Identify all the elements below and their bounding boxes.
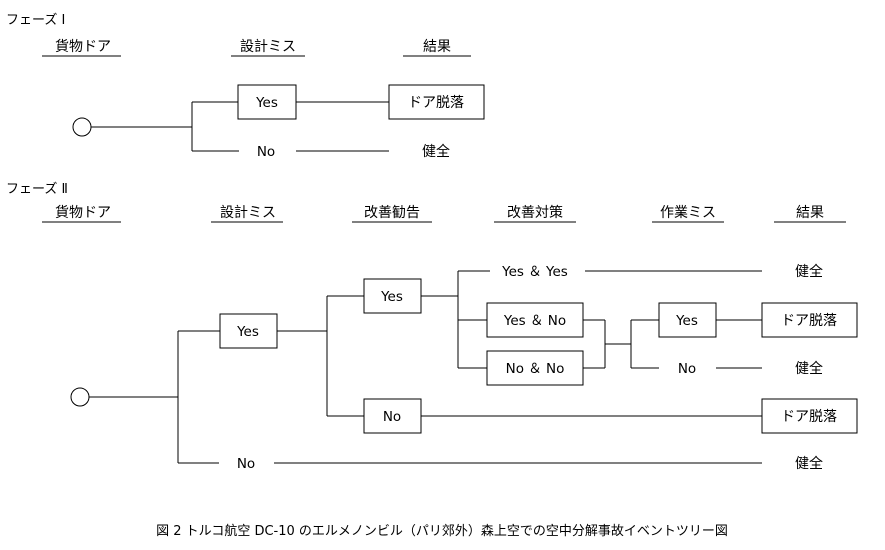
phase2-result-4-box [761,398,858,434]
phase2-header-design-error: 設計ミス [220,205,276,221]
phase2-rec-no-label: No [383,409,401,425]
phase2-rec-no-box [363,398,422,434]
phase2-header-work-error: 作業ミス [660,205,716,221]
phase2-header-countermeasure: 改善対策 [507,204,563,221]
phase1-yes-box [237,84,297,120]
phase1-header-result: 結果 [423,39,451,55]
phase2-result-2-label: ドア脱落 [781,313,837,329]
phase2-header-recommendation: 改善勧告 [364,204,420,221]
phase2-result-5-label: 健全 [795,455,823,472]
phase1-header-cargo-door: 貨物ドア [55,38,111,55]
phase2-work-no-label: No [678,361,696,377]
phase2-measure-no-no-box [486,350,584,386]
phase2-design-yes-box [219,313,278,349]
phase1-result-ok-label: 健全 [422,143,450,160]
phase2-result-1-label: 健全 [795,263,823,280]
phase1-no-label: No [257,144,275,160]
phase1-label: フェーズ Ⅰ [6,12,65,28]
phase2-measure-yes-no-label: Yes ＆ No [503,313,566,329]
phase1-result-door-box [388,84,485,120]
phase2-result-3-label: 健全 [795,360,823,377]
phase2-design-no-label: No [237,456,255,472]
phase1-initiating-event-circle [72,117,92,137]
phase2-design-yes-label: Yes [236,324,259,340]
phase2-header-result: 結果 [796,205,824,221]
phase2-rec-yes-label: Yes [380,289,403,305]
phase1-yes-label: Yes [255,95,278,111]
phase2-initiating-event-circle [70,387,90,407]
phase2-work-yes-box [658,302,717,338]
phase2-measure-yes-yes-label: Yes ＆ Yes [501,264,568,280]
figure-caption: 図 2 トルコ航空 DC-10 のエルメノンビル（パリ郊外）森上空での空中分解事… [156,523,728,539]
phase1-header-design-error: 設計ミス [240,39,296,55]
phase2-work-yes-label: Yes [675,313,698,329]
phase2-measure-yes-no-box [486,302,584,338]
phase2-label: フェーズ Ⅱ [6,181,68,197]
phase2-rec-yes-box [363,278,422,314]
phase2-header-cargo-door: 貨物ドア [55,204,111,221]
phase2-result-2-box [761,302,858,338]
phase2-measure-no-no-label: No ＆ No [506,361,565,377]
phase1-result-door-label: ドア脱落 [408,95,464,111]
phase2-result-4-label: ドア脱落 [781,409,837,425]
